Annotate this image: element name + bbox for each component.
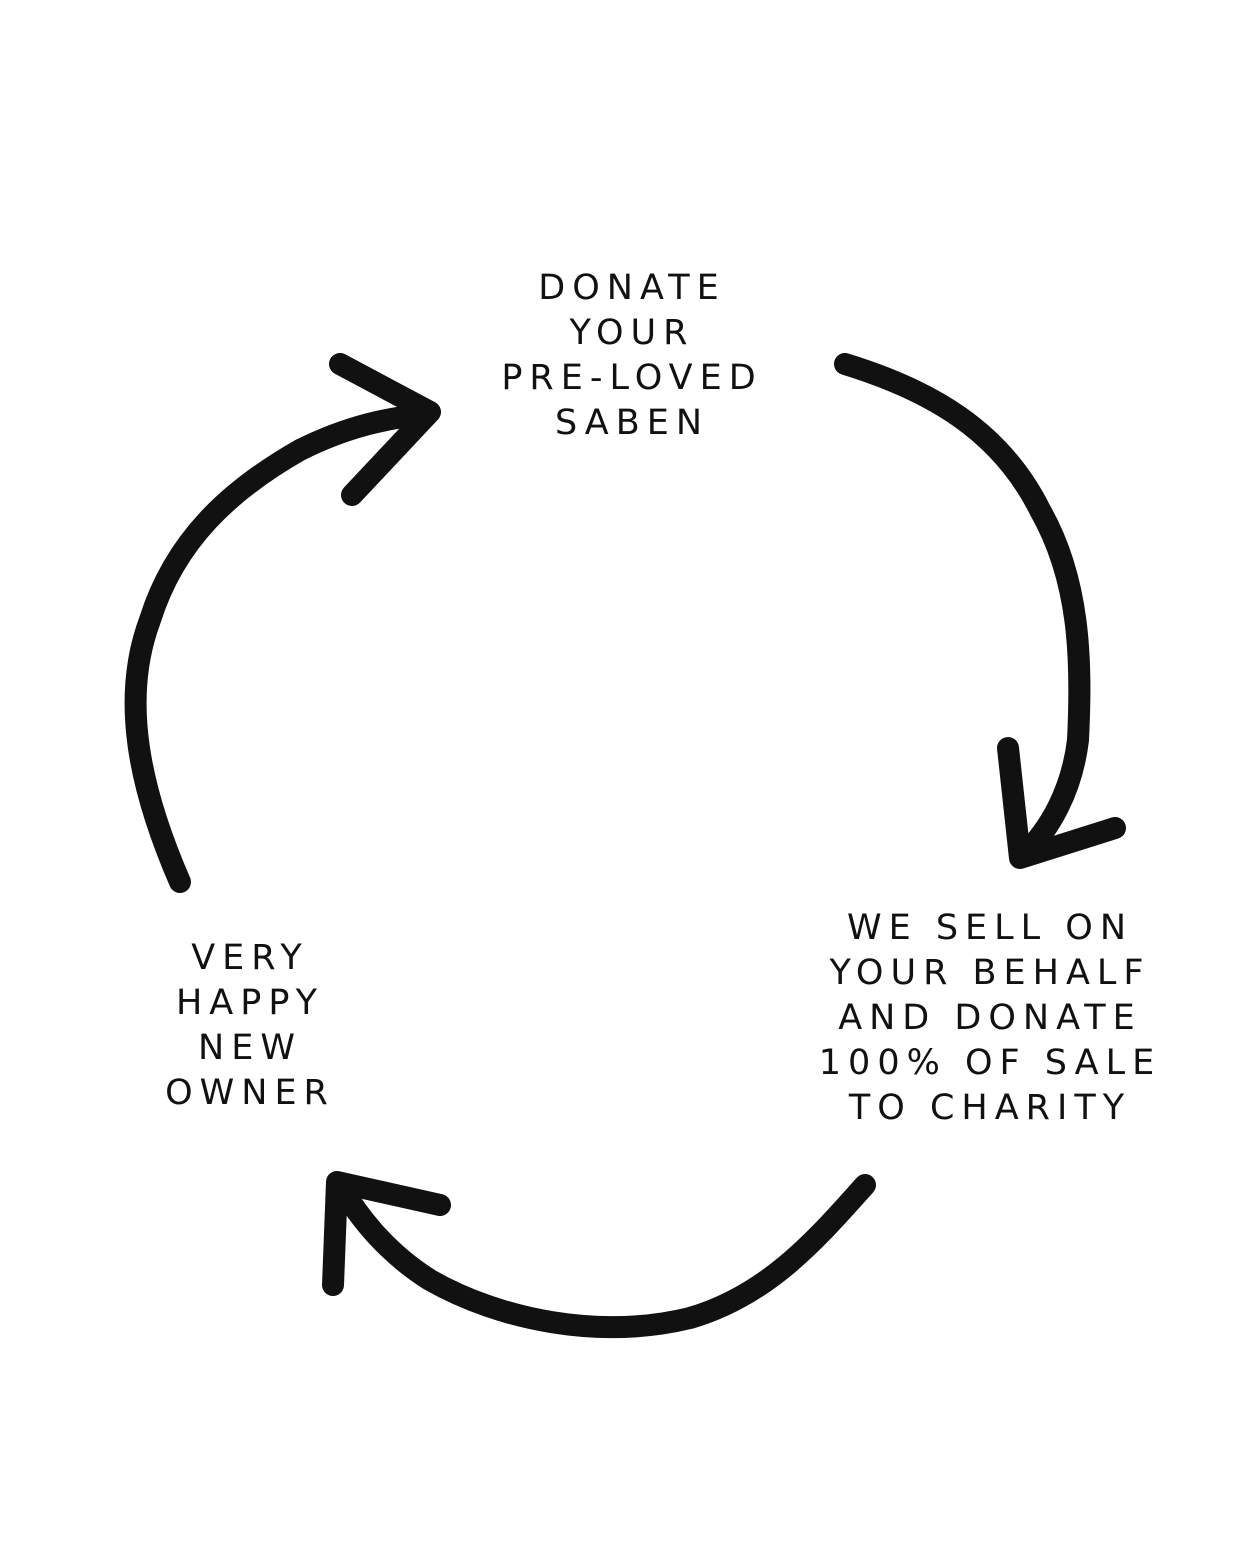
step-line: DONATE bbox=[538, 268, 726, 308]
step-new-owner: VERY HAPPY NEW OWNER bbox=[80, 936, 420, 1116]
step-sell: WE SELL ON YOUR BEHALF AND DONATE 100% O… bbox=[780, 906, 1200, 1131]
step-line: TO CHARITY bbox=[848, 1088, 1132, 1128]
step-line: PRE-LOVED bbox=[501, 358, 763, 398]
arrow-donate-to-sell bbox=[834, 353, 1126, 869]
step-line: NEW bbox=[198, 1028, 302, 1068]
step-line: VERY bbox=[191, 938, 309, 978]
step-line: WE SELL ON bbox=[846, 908, 1134, 948]
step-line: YOUR bbox=[569, 313, 695, 353]
arrow-owner-to-donate bbox=[124, 353, 441, 893]
step-line: HAPPY bbox=[175, 983, 325, 1023]
step-line: 100% OF SALE bbox=[818, 1043, 1162, 1083]
step-line: SABEN bbox=[554, 403, 710, 443]
step-line: OWNER bbox=[165, 1073, 335, 1113]
step-line: AND DONATE bbox=[838, 998, 1142, 1038]
arrow-sell-to-owner bbox=[322, 1171, 876, 1339]
step-donate: DONATE YOUR PRE-LOVED SABEN bbox=[432, 266, 832, 446]
step-line: YOUR BEHALF bbox=[829, 953, 1151, 993]
